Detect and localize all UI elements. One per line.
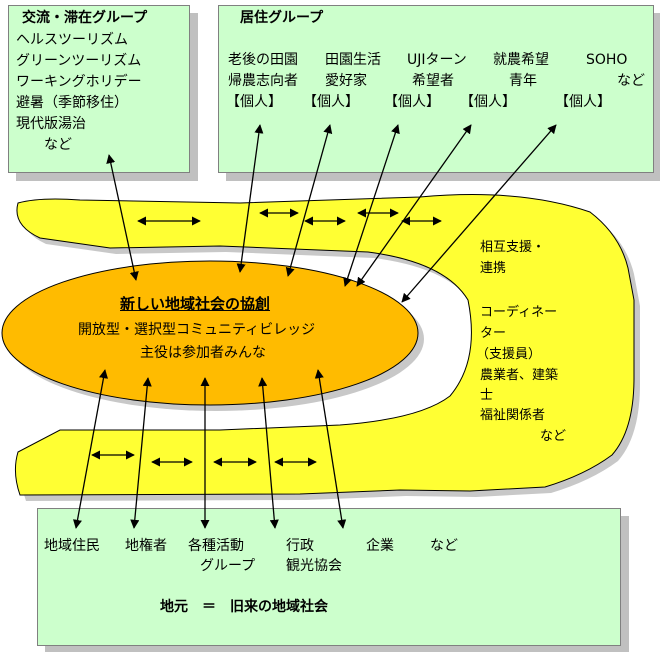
exchange-item-5: 現代版湯治: [16, 116, 86, 132]
band-label-6: 農業者、建築: [480, 368, 559, 383]
residence-row1-5: SOHO: [586, 52, 628, 68]
residence-group-title: 居住グループ: [240, 10, 324, 26]
local-item-residents: 地域住民: [44, 538, 100, 554]
residence-row1-1: 老後の田園: [228, 52, 298, 68]
residence-row2-5: など: [617, 73, 645, 89]
band-label-1: 相互支援・: [480, 240, 546, 255]
exchange-item-1: ヘルスツーリズム: [16, 32, 128, 48]
local-item-landowners: 地権者: [125, 538, 167, 554]
residence-row2-4: 青年: [509, 73, 537, 89]
exchange-item-4: 避暑（季節移住）: [16, 95, 128, 111]
local-item-government: 行政: [286, 538, 314, 554]
local-item-activity-groups-2: グループ: [200, 558, 256, 574]
residence-row2-3: 希望者: [412, 73, 454, 89]
exchange-group-title: 交流・滞在グループ: [22, 10, 148, 26]
ellipse-line-2: 主役は参加者みんな: [140, 345, 266, 361]
center-ellipse: [1, 260, 419, 406]
exchange-etc: など: [44, 137, 72, 153]
local-item-activity-groups-1: 各種活動: [188, 538, 244, 554]
local-item-etc: など: [430, 538, 458, 554]
band-label-4: ター: [480, 326, 507, 341]
exchange-group-box: [8, 5, 190, 173]
arrow-residence-1: [236, 124, 264, 273]
ellipse-line-1: 開放型・選択型コミュニティビレッジ: [78, 322, 316, 338]
residence-row2-2: 愛好家: [325, 73, 367, 89]
arrow-local-4: [258, 377, 279, 529]
residence-row1-2: 田園生活: [325, 52, 381, 68]
residence-row3-1: 【個人】: [226, 94, 282, 110]
residence-row2-1: 帰農志向者: [228, 73, 298, 89]
arrow-local-5: [314, 369, 347, 529]
band-label-2: 連携: [480, 261, 507, 276]
residence-row1-3: UJIターン: [407, 52, 467, 68]
band-label-8: 福祉関係者: [480, 408, 546, 423]
band-label-5: （支援員）: [476, 347, 542, 362]
arrow-local-1: [73, 369, 108, 529]
exchange-item-3: ワーキングホリデー: [16, 74, 142, 90]
band-label-7: 士: [480, 388, 494, 403]
arrow-residence-2: [285, 124, 333, 277]
residence-row1-4: 就農希望: [493, 52, 549, 68]
arrow-residence-5: [401, 124, 557, 303]
residence-row3-4: 【個人】: [460, 94, 516, 110]
arrow-local-2: [130, 377, 152, 529]
local-community-box: [37, 508, 621, 646]
local-box-footer: 地元 ＝ 旧来の地域社会: [160, 599, 328, 615]
band-label-3: コーディネー: [480, 305, 558, 320]
arrow-exchange-ellipse: [106, 154, 139, 281]
local-item-tourism-association: 観光協会: [286, 558, 342, 574]
residence-row3-5: 【個人】: [555, 94, 611, 110]
ellipse-title: 新しい地域社会の協創: [120, 295, 271, 313]
local-item-companies: 企業: [366, 538, 394, 554]
residence-row3-3: 【個人】: [384, 94, 440, 110]
band-label-9: など: [540, 429, 567, 444]
exchange-item-2: グリーンツーリズム: [16, 53, 142, 69]
residence-row3-2: 【個人】: [303, 94, 359, 110]
